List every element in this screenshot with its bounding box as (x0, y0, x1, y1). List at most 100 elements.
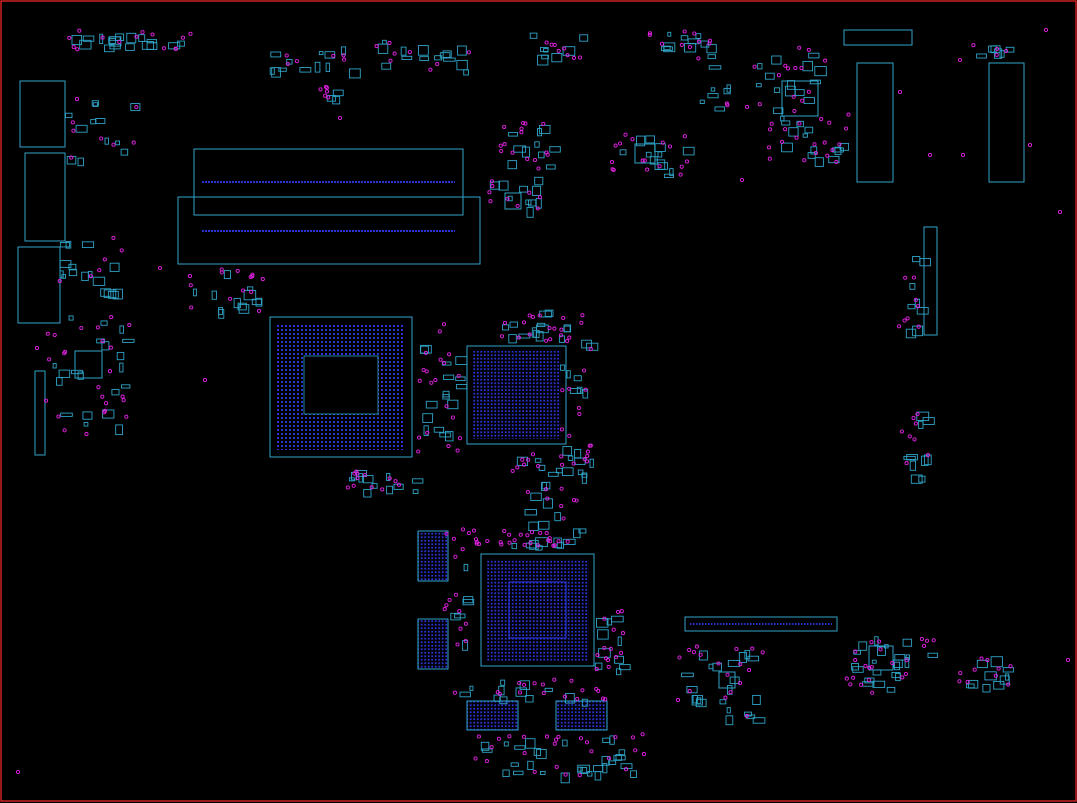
via (647, 31, 653, 36)
via (441, 322, 447, 327)
passive-components (52, 31, 1015, 784)
passive-footprint (525, 738, 536, 749)
via (559, 427, 564, 432)
via (728, 690, 733, 695)
via (912, 437, 917, 442)
passive-footprint (927, 652, 939, 658)
passive-footprint (602, 763, 608, 774)
via (707, 38, 713, 43)
via (63, 349, 68, 354)
via (791, 94, 796, 99)
via (521, 734, 526, 739)
passive-footprint (318, 51, 324, 56)
passive-footprint (686, 686, 698, 694)
via (768, 127, 773, 132)
passive-footprint (75, 124, 88, 133)
via (766, 145, 772, 150)
passive-footprint (803, 96, 815, 104)
via (902, 318, 907, 323)
via (15, 769, 21, 775)
passive-footprint (781, 142, 793, 153)
via (157, 265, 163, 271)
via (660, 140, 665, 145)
passive-footprint (386, 485, 394, 495)
via (907, 434, 912, 439)
via (455, 448, 460, 453)
passive-footprint (654, 159, 666, 170)
via (957, 57, 963, 63)
passive-footprint (611, 615, 624, 623)
passive-footprint (527, 760, 534, 770)
via (897, 89, 903, 95)
via (1065, 657, 1071, 663)
passive-footprint (499, 696, 508, 705)
via (109, 315, 114, 320)
via (578, 736, 584, 741)
via (552, 42, 557, 47)
passive-footprint (500, 679, 506, 686)
via (188, 31, 193, 36)
via (369, 485, 374, 490)
passive-footprint (450, 612, 461, 621)
passive-footprint (700, 40, 710, 48)
passive-footprint (95, 118, 106, 124)
via (687, 647, 692, 653)
via (812, 142, 817, 147)
via (447, 597, 452, 603)
via (678, 172, 683, 177)
passive-footprint (597, 629, 609, 640)
passive-footprint (894, 661, 901, 671)
via (565, 539, 570, 544)
via (108, 345, 113, 350)
passive-footprint (102, 409, 115, 419)
via (536, 166, 541, 171)
via (800, 98, 805, 103)
via (519, 130, 524, 135)
passive-footprint (886, 686, 896, 693)
via (783, 127, 788, 132)
via (611, 627, 616, 632)
via (532, 157, 538, 163)
via (1006, 682, 1011, 687)
via (960, 152, 966, 158)
passive-footprint (573, 528, 581, 539)
via (435, 62, 440, 67)
via (641, 752, 646, 757)
via (606, 756, 612, 761)
passive-footprint (771, 55, 782, 65)
via (496, 736, 501, 741)
via (560, 388, 565, 393)
via (559, 327, 564, 332)
via (601, 696, 606, 701)
passive-footprint (993, 48, 1003, 59)
via (121, 398, 126, 403)
via (97, 268, 102, 273)
via (1004, 48, 1009, 54)
via (846, 112, 851, 117)
via (52, 332, 57, 338)
passive-footprint (562, 538, 576, 545)
passive-footprint (554, 512, 561, 522)
passive-footprint (708, 65, 722, 70)
via (260, 277, 265, 282)
passive-footprint (442, 390, 450, 398)
via (516, 335, 521, 340)
via (345, 485, 350, 490)
via (131, 140, 136, 145)
right-connector-3 (843, 29, 913, 46)
passive-footprint (537, 128, 542, 137)
passive-footprint (581, 472, 588, 478)
passive-footprint (773, 107, 784, 115)
via (70, 120, 75, 125)
via (837, 142, 842, 147)
via (374, 44, 379, 49)
passive-footprint (548, 471, 559, 477)
via (640, 158, 645, 163)
via (830, 148, 835, 153)
via (62, 428, 67, 433)
via (595, 653, 600, 658)
via (562, 46, 567, 51)
via (515, 203, 520, 208)
via (904, 461, 909, 466)
passive-footprint (558, 335, 565, 343)
